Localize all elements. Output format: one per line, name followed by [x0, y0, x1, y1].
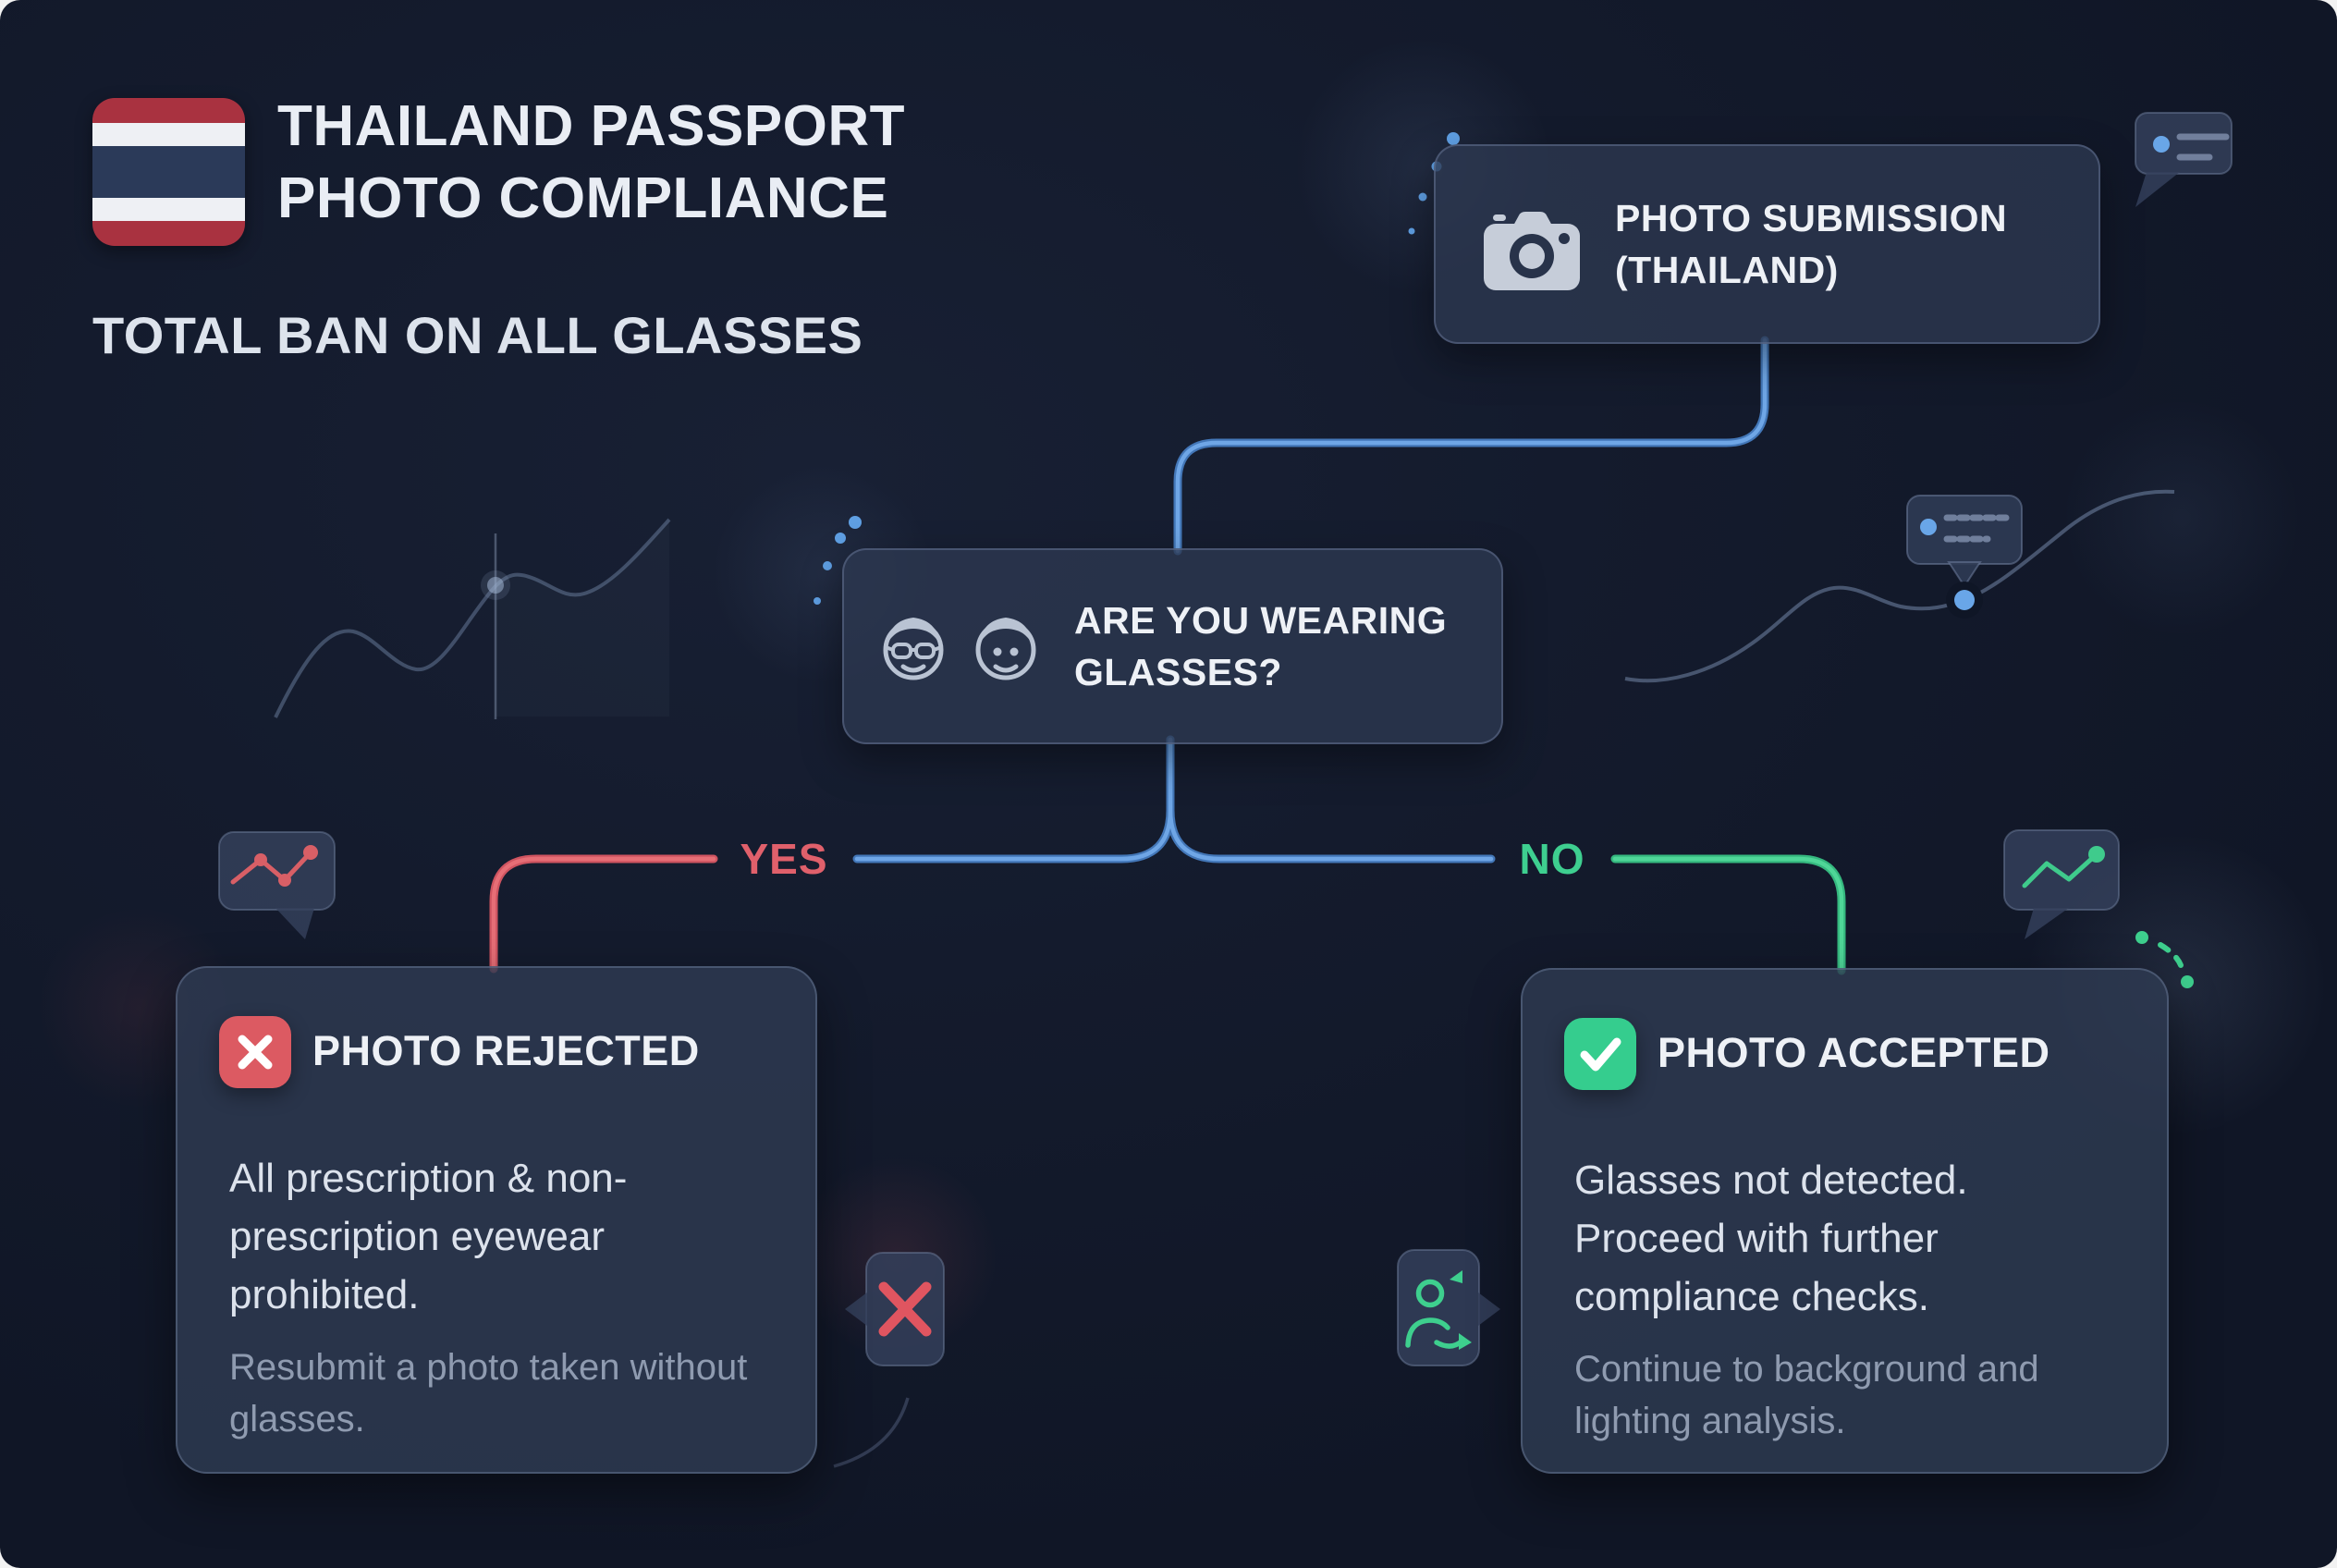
- node-photo-submission-label: PHOTO SUBMISSION (THAILAND): [1615, 197, 2008, 291]
- x-icon: [219, 1016, 291, 1088]
- card-photo-rejected-note: Resubmit a photo taken without glasses.: [229, 1347, 748, 1439]
- camera-icon: [1484, 212, 1580, 290]
- page-subtitle: TOTAL BAN ON ALL GLASSES: [92, 306, 863, 364]
- decor-curve: [833, 1397, 910, 1468]
- branch-label-no: NO: [1519, 835, 1585, 883]
- node-glasses-question-label: ARE YOU WEARING GLASSES?: [1074, 599, 1448, 693]
- chart-bubble-green-icon: [2003, 829, 2120, 939]
- card-photo-accepted-note: Continue to background and lighting anal…: [1574, 1349, 2039, 1441]
- node-glasses-question: ARE YOU WEARING GLASSES?: [842, 548, 1503, 744]
- background-trend-line: [1624, 489, 2175, 683]
- background-line-chart: [274, 518, 671, 719]
- connector-no: [1610, 854, 1846, 975]
- person-sync-bubble-icon: [1397, 1249, 1500, 1366]
- page-title: THAILAND PASSPORT PHOTO COMPLIANCE: [277, 91, 1294, 235]
- card-photo-rejected-body: All prescription & non-prescription eyew…: [229, 1156, 628, 1317]
- card-photo-rejected: PHOTO REJECTED All prescription & non-pr…: [176, 966, 817, 1474]
- card-photo-rejected-title: PHOTO REJECTED: [312, 1027, 700, 1074]
- card-photo-accepted-title: PHOTO ACCEPTED: [1658, 1029, 2050, 1076]
- check-icon: [1564, 1018, 1636, 1090]
- chat-bubble-icon: [2135, 112, 2233, 207]
- page-title-line1: THAILAND PASSPORT: [277, 94, 906, 158]
- dotted-arc-icon: [814, 516, 862, 605]
- rejected-x-bubble-icon: [845, 1252, 945, 1366]
- card-photo-accepted: PHOTO ACCEPTED Glasses not detected. Pro…: [1521, 968, 2169, 1474]
- connector-yes: [489, 854, 718, 974]
- face-with-glasses-icon: [883, 618, 944, 680]
- branch-label-yes: YES: [740, 835, 828, 883]
- tooltip-icon: [1906, 495, 2023, 619]
- connector-start-to-question: [1173, 336, 1769, 556]
- connector-question-split: [852, 735, 1496, 864]
- card-photo-accepted-body: Glasses not detected. Proceed with furth…: [1574, 1158, 1968, 1319]
- page-title-line2: PHOTO COMPLIANCE: [277, 166, 889, 230]
- thailand-flag-icon: [92, 98, 245, 246]
- dotted-arc-icon: [1408, 132, 1460, 235]
- node-photo-submission: PHOTO SUBMISSION (THAILAND): [1434, 144, 2100, 344]
- face-without-glasses-icon: [975, 618, 1036, 680]
- chart-bubble-red-icon: [218, 831, 336, 939]
- dotted-arc-icon: [2135, 931, 2194, 988]
